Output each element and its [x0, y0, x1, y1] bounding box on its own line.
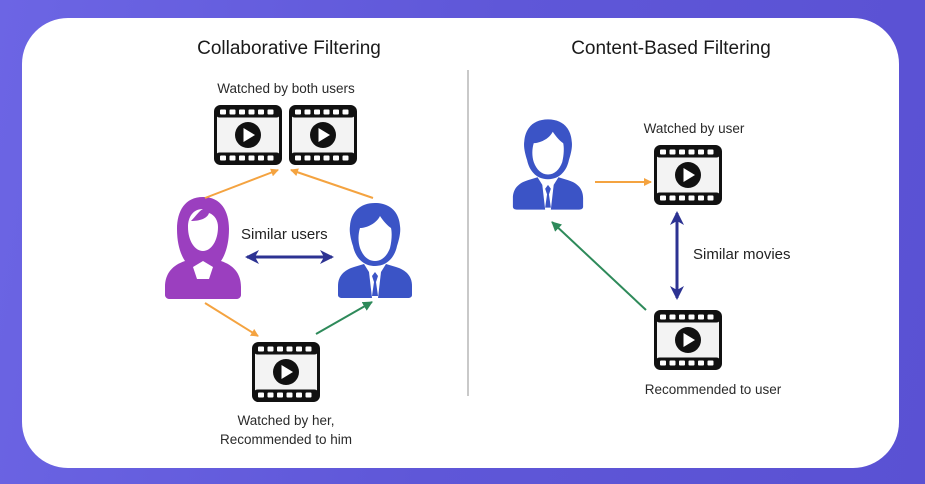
arrow-man-to-watched: [290, 168, 374, 199]
similar-users-label: Similar users: [241, 226, 328, 243]
arrow-recommended-to-user: [551, 221, 647, 311]
content-based-title: Content-Based Filtering: [571, 38, 771, 59]
arrow-woman-to-movie: [204, 302, 259, 337]
collaborative-title: Collaborative Filtering: [197, 38, 381, 59]
watched-by-her-label: Watched by her,: [237, 413, 335, 428]
recommended-to-user-label: Recommended to user: [644, 382, 782, 397]
watched-by-user-label: Watched by user: [643, 121, 745, 136]
recommended-to-him-label: Recommended to him: [219, 432, 353, 447]
arrow-movie-to-man: [315, 301, 373, 335]
similar-movies-label: Similar movies: [693, 246, 791, 263]
watched-by-both-label: Watched by both users: [217, 81, 355, 96]
diagram-card: [22, 18, 899, 468]
section-divider: [467, 70, 469, 396]
arrow-woman-to-watched: [204, 168, 279, 199]
